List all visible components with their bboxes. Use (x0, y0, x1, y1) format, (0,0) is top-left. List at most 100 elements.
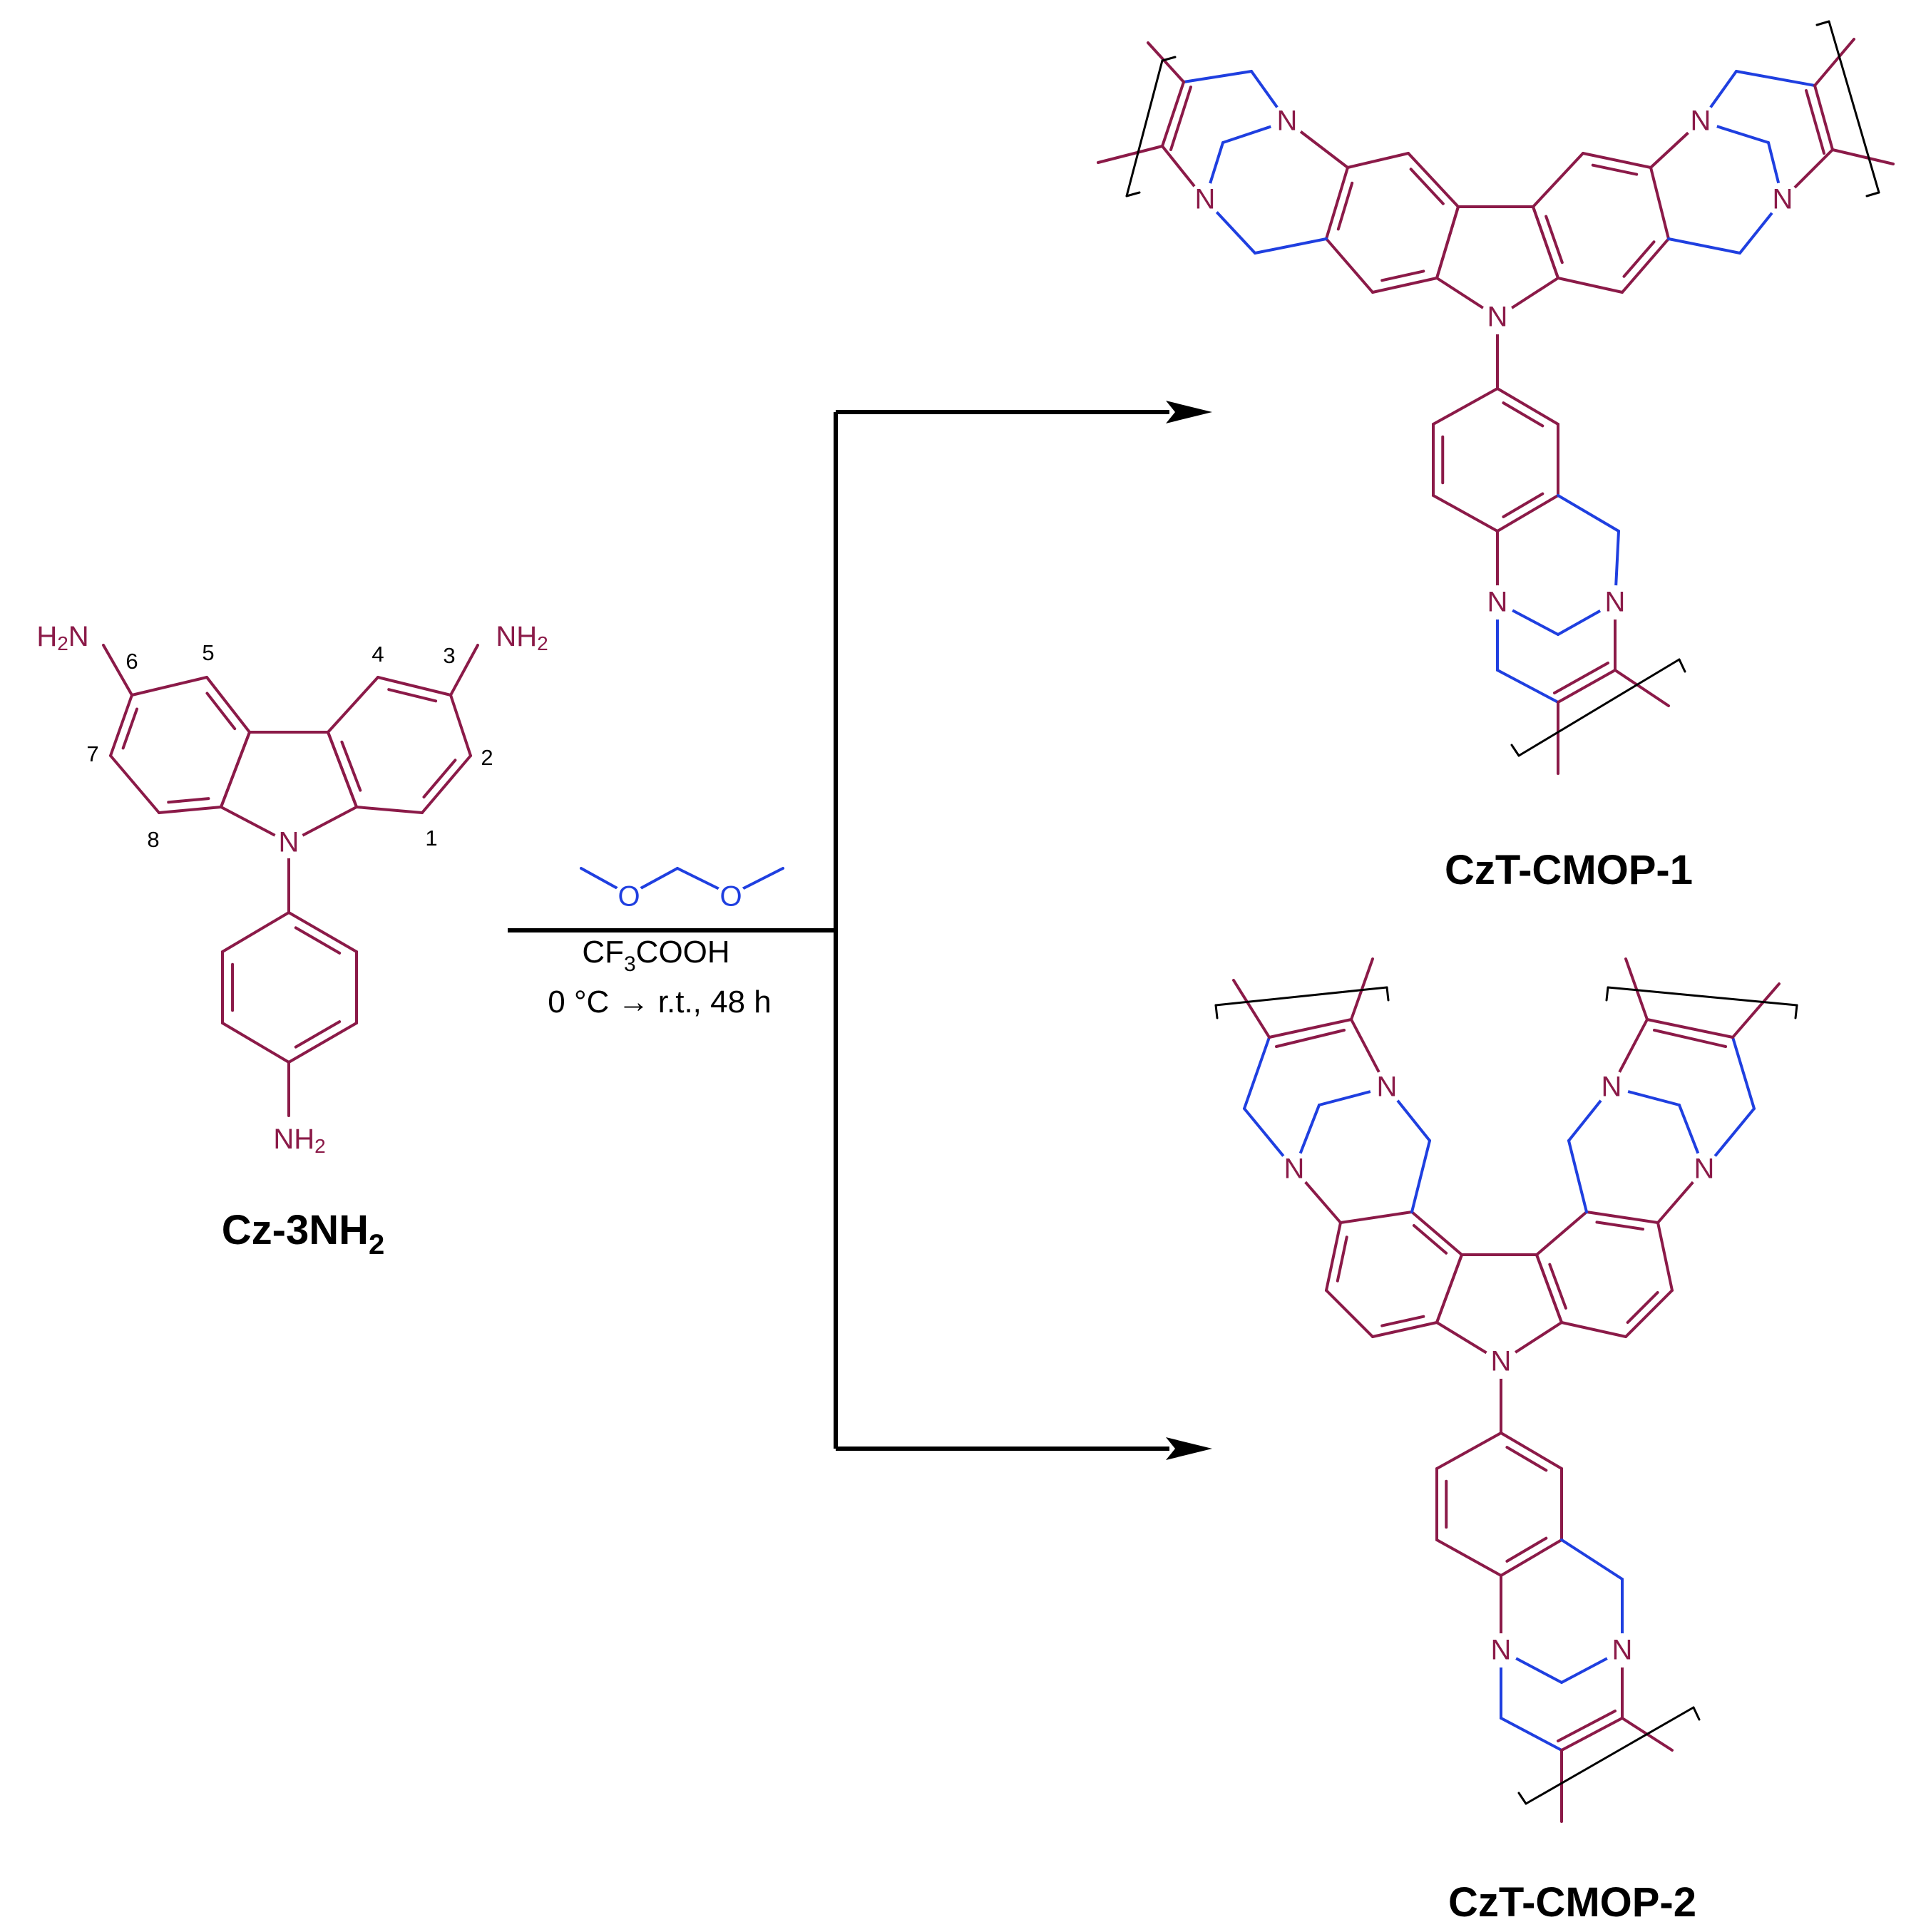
p2-left-ring-bond (1325, 1221, 1342, 1292)
arrowhead-top (1166, 401, 1212, 423)
reaction-conditions-acid: CF3COOH (582, 935, 729, 976)
atom-label-background (1480, 300, 1515, 334)
methylene-bond (1500, 1717, 1563, 1752)
p1-left-ring-double-bond (1409, 168, 1445, 205)
atom-label-background (1480, 585, 1515, 620)
reactant-phenyl-ring-double-bond (294, 1020, 342, 1049)
troger-nitrogen: N (1377, 1072, 1398, 1103)
ring-nitrogen: N (1491, 1346, 1512, 1377)
polymer-continuation (1147, 41, 1185, 83)
reagent-bond-lines (580, 867, 784, 896)
p1-right-ring-bond (1649, 166, 1670, 240)
methylene-bond (1557, 494, 1620, 533)
p2-left-ring-double-bond (1380, 1315, 1425, 1327)
product-2-label: CzT-CMOP-2 (1448, 1879, 1696, 1926)
troger-nitrogen: N (1612, 1635, 1633, 1666)
repeat-aryl-double-bond (1805, 89, 1825, 155)
p2-phenyl-ring-bond (1435, 1538, 1502, 1577)
repeat-aryl-double-bond (1275, 1029, 1346, 1048)
reactant-left-ring-bond (109, 694, 133, 757)
reactant-left-ring-bond (220, 731, 251, 808)
reactant-right-ring-double-bond (422, 759, 457, 798)
p2-right-ring-bond (1535, 1211, 1588, 1256)
p2-left-ring-bond (1325, 1289, 1374, 1338)
polymer-bracket (1828, 20, 1880, 194)
reactant-label: Cz-3NH2 (222, 1207, 384, 1260)
p2-right-ring-bond (1535, 1253, 1563, 1324)
p2-right-ring-bond (1560, 1321, 1627, 1338)
p1-phenyl-ring-bond (1496, 387, 1559, 426)
p1-phenyl-ring-bond (1496, 494, 1559, 533)
repeat-aryl-bond (1560, 1717, 1624, 1752)
position-number: 5 (202, 640, 214, 665)
p1-phenyl-ring-bond (1432, 494, 1499, 533)
p2-left-ring-double-bond (1412, 1223, 1448, 1255)
polymer-bracket (1214, 986, 1388, 1007)
p2-right-ring-double-bond (1595, 1221, 1645, 1231)
methylene-bond (1667, 237, 1741, 255)
troger-nitrogen: N (1694, 1153, 1715, 1185)
methylene-bond (1735, 70, 1816, 87)
reactant-phenyl-ring-bond (287, 1022, 358, 1064)
atom-label-background (613, 883, 645, 914)
product-2-bond-lines (1214, 957, 1798, 1823)
atom-label-background (1484, 1345, 1518, 1379)
p1-left-ring-bond (1371, 277, 1438, 294)
polymer-continuation (1813, 38, 1855, 87)
p1-right-ring-double-bond (1544, 215, 1564, 264)
repeat-aryl-double-bond (1557, 1710, 1617, 1742)
reactant-right-ring-double-bond (387, 688, 438, 703)
reactant-left-ring-bond (205, 676, 251, 734)
arrowhead-bottom (1166, 1437, 1212, 1460)
troger-nitrogen: N (1284, 1153, 1305, 1185)
repeat-aryl-double-bond (1553, 662, 1609, 694)
reactant-left-ring-bond (158, 806, 222, 814)
polymer-bracket (1525, 1706, 1695, 1805)
atom-label-background (273, 827, 304, 858)
position-number: 6 (125, 649, 138, 674)
atom-label-background (1684, 104, 1718, 138)
atom-label-background (715, 883, 747, 914)
p1-left-ring-bond (1325, 166, 1349, 240)
p1-phenyl-ring-double-bond (1502, 492, 1544, 518)
p1-right-ring-bond (1532, 205, 1559, 279)
p2-phenyl-ring-double-bond (1505, 1536, 1548, 1563)
p1-right-ring-bond (1621, 237, 1670, 294)
position-number: 1 (425, 826, 437, 851)
p1-phenyl-ring-double-bond (1502, 401, 1544, 428)
reactant-right-ring-bond (449, 694, 472, 757)
p1-left-ring-bond (1407, 152, 1460, 208)
p2-right-ring-bond (1624, 1289, 1674, 1338)
polymer-bracket-cap (1385, 986, 1390, 1002)
troger-nitrogen: N (1605, 587, 1626, 618)
polymer-bracket (1125, 59, 1164, 197)
methylene-bond (1410, 1139, 1431, 1213)
polymer-bracket-cap (1678, 658, 1686, 673)
p1-right-ring-double-bond (1591, 163, 1639, 176)
repeat-aryl-bond (1646, 1018, 1734, 1039)
polymer-continuation (1831, 148, 1895, 165)
troger-nitrogen: N (1691, 106, 1711, 137)
polymer-bracket-cap (1815, 20, 1830, 26)
reactant-left-ring-double-bond (121, 707, 139, 750)
ring-nitrogen: N (1487, 302, 1508, 333)
position-number: 8 (147, 827, 159, 852)
reactant-right-ring-bond (355, 806, 424, 814)
position-number: 3 (443, 643, 455, 668)
p2-right-ring-bond (1585, 1211, 1659, 1224)
reactant-left-ring-bond (109, 754, 160, 814)
product-1-bond-lines (1097, 20, 1895, 775)
p1-left-ring-double-bond (1380, 269, 1425, 282)
p2-left-ring-bond (1339, 1211, 1413, 1224)
p2-left-ring-double-bond (1336, 1235, 1348, 1283)
repeat-aryl-bond (1268, 1018, 1353, 1039)
reaction-arrows (508, 401, 1212, 1460)
polymer-bracket (1607, 986, 1798, 1007)
atom-label-background (1484, 1633, 1518, 1668)
polymer-bracket-cap (1692, 1706, 1701, 1721)
repeat-aryl-bond (1557, 669, 1617, 704)
